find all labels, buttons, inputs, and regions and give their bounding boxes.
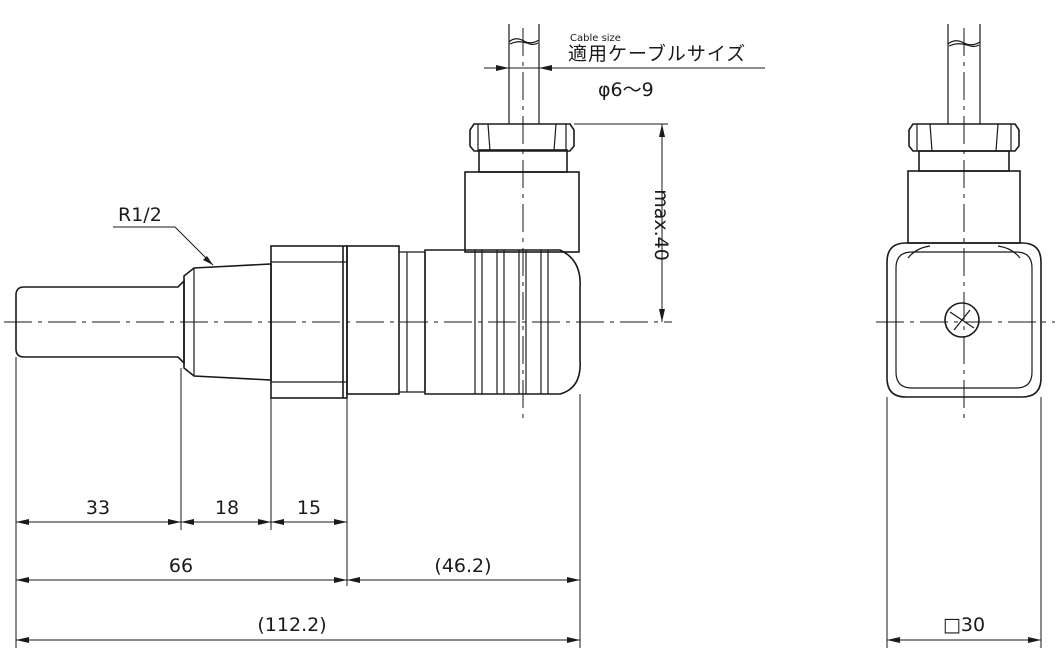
dim-square: □30 (943, 614, 985, 636)
dim-112: (112.2) (257, 614, 326, 636)
end-view-square-housing (886, 242, 1042, 398)
plug-body (424, 249, 581, 395)
elbow-housing (464, 171, 580, 253)
dim-33: 33 (86, 497, 110, 519)
screw-head (944, 302, 980, 338)
cable-diameter: φ6～9 (598, 79, 654, 101)
cable-size-english: Cable size (570, 33, 621, 44)
dim-18: 18 (215, 497, 239, 519)
end-view-gland-nut (908, 123, 1020, 152)
height-label: max.40 (650, 189, 672, 261)
dim-66: 66 (169, 555, 193, 577)
dim-46: (46.2) (434, 555, 491, 577)
thread-label: R1/2 (118, 204, 162, 226)
end-view: □30 (876, 24, 1055, 648)
dim-15: 15 (297, 497, 321, 519)
probe-tip (15, 279, 185, 365)
cable-size-japanese: 適用ケーブルサイズ (568, 42, 746, 65)
cable-gland-nut (469, 123, 575, 152)
connector-housing (346, 245, 400, 395)
side-view: R1/2 Cable size 適用ケーブルサイズ φ6～9 max.40 33… (4, 24, 765, 648)
